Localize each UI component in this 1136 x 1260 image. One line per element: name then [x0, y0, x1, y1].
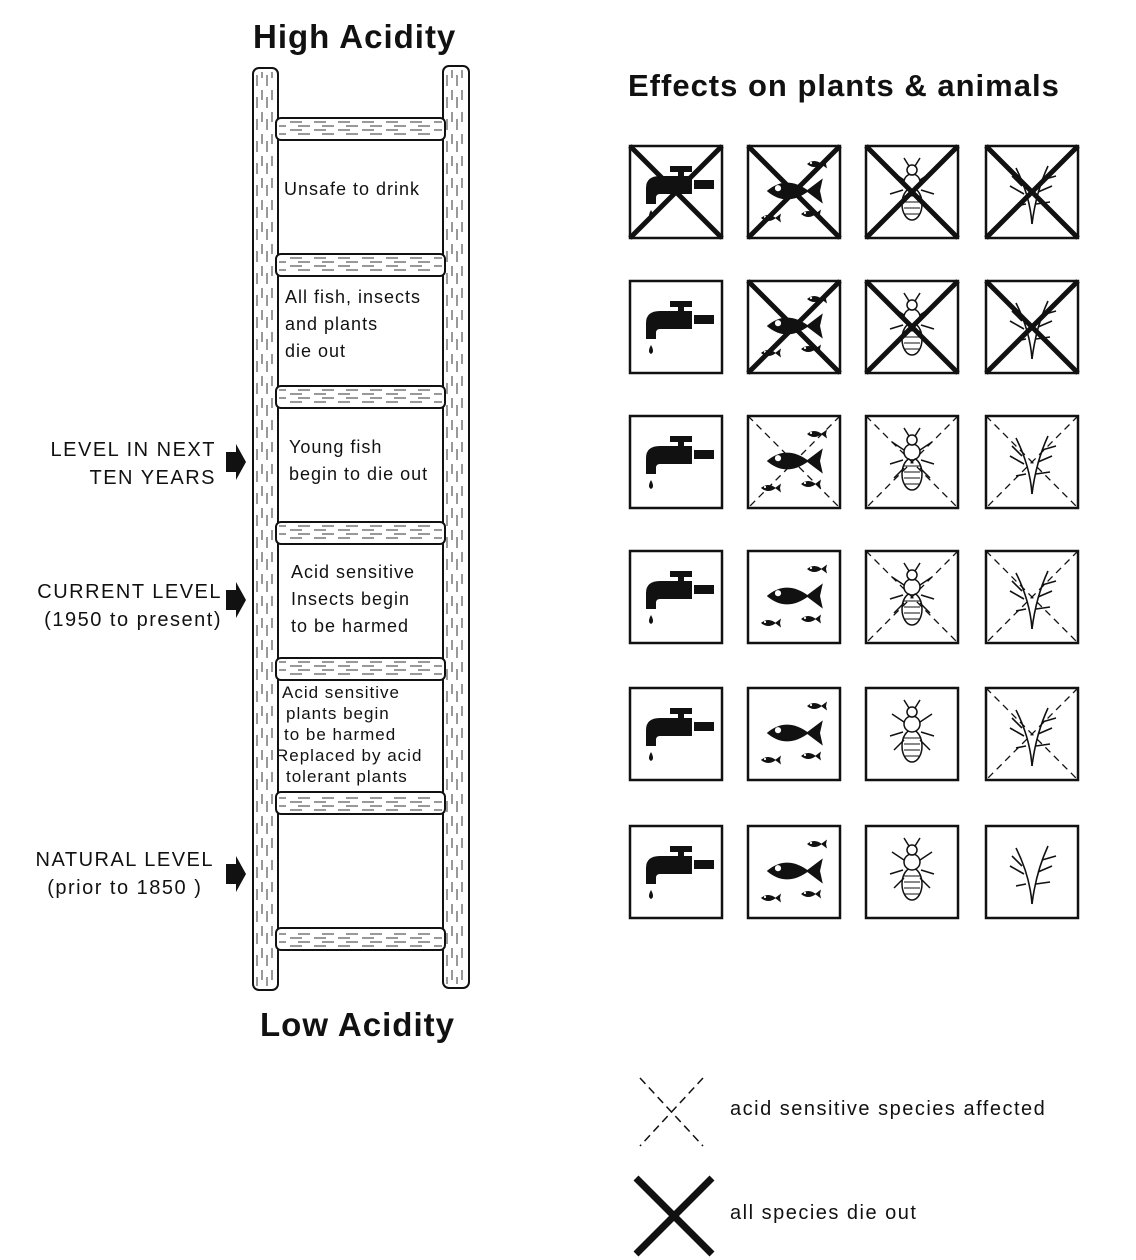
tap-water-icon	[628, 824, 724, 920]
plant-icon	[984, 824, 1080, 920]
fish-icon	[746, 279, 842, 375]
effects-title: Effects on plants & animals	[628, 68, 1060, 103]
acid-sensitive-affected-x-icon	[865, 550, 959, 644]
legend-dashed-label: acid sensitive species affected	[730, 1098, 1047, 1120]
plant-icon	[984, 144, 1080, 240]
legend-solid-x-icon	[633, 1175, 715, 1257]
level-label-natural: NATURAL LEVEL (prior to 1850 )	[35, 849, 214, 899]
all-species-die-out-x-icon	[984, 144, 1080, 240]
fish-icon	[746, 549, 842, 645]
insect-icon	[864, 549, 960, 645]
fish-icon	[746, 686, 842, 782]
level-arrow-next-ten-years	[226, 444, 246, 480]
plant-icon	[984, 549, 1080, 645]
plant-icon	[984, 279, 1080, 375]
insect-icon	[864, 144, 960, 240]
high-acidity-label: High Acidity	[253, 18, 457, 55]
fish-icon	[746, 414, 842, 510]
legend-dashed-x-icon	[639, 1077, 704, 1147]
ladder-rungs	[275, 117, 446, 951]
tap-water-icon	[628, 686, 724, 782]
insect-icon	[864, 686, 960, 782]
acid-sensitive-affected-x-icon	[747, 415, 841, 509]
tap-water-icon	[628, 414, 724, 510]
insect-icon	[864, 279, 960, 375]
low-acidity-label: Low Acidity	[260, 1006, 455, 1043]
rung-text-young-fish: Young fish begin to die out	[289, 437, 429, 484]
effects-icon-grid	[628, 144, 1080, 920]
tap-water-icon	[628, 549, 724, 645]
all-species-die-out-x-icon	[746, 279, 842, 375]
rung-text-unsafe-to-drink: Unsafe to drink	[284, 179, 421, 199]
fish-icon	[746, 144, 842, 240]
level-arrow-natural	[226, 856, 246, 892]
fish-icon	[746, 824, 842, 920]
acid-sensitive-affected-x-icon	[985, 550, 1079, 644]
insect-icon	[864, 824, 960, 920]
plant-icon	[984, 414, 1080, 510]
plant-icon	[984, 686, 1080, 782]
rung-text-insects: Acid sensitive Insects begin to be harme…	[291, 562, 416, 636]
insect-icon	[864, 414, 960, 510]
all-species-die-out-x-icon	[746, 144, 842, 240]
all-species-die-out-x-icon	[864, 279, 960, 375]
tap-water-icon	[628, 279, 724, 375]
all-species-die-out-x-icon	[984, 279, 1080, 375]
tap-water-icon	[628, 144, 724, 240]
acid-sensitive-affected-x-icon	[985, 687, 1079, 781]
legend-solid-label: all species die out	[730, 1202, 918, 1224]
level-label-next-ten-years: LEVEL IN NEXT TEN YEARS	[50, 439, 216, 489]
all-species-die-out-x-icon	[628, 144, 724, 240]
level-arrow-current	[226, 582, 246, 618]
level-label-current: CURRENT LEVEL (1950 to present)	[37, 581, 222, 631]
rung-text-plants: Acid sensitive plants begin to be harmed…	[276, 683, 423, 786]
acid-sensitive-affected-x-icon	[865, 415, 959, 509]
acid-sensitive-affected-x-icon	[985, 415, 1079, 509]
all-species-die-out-x-icon	[864, 144, 960, 240]
rung-text-all-die-out: All fish, insects and plants die out	[285, 287, 422, 361]
